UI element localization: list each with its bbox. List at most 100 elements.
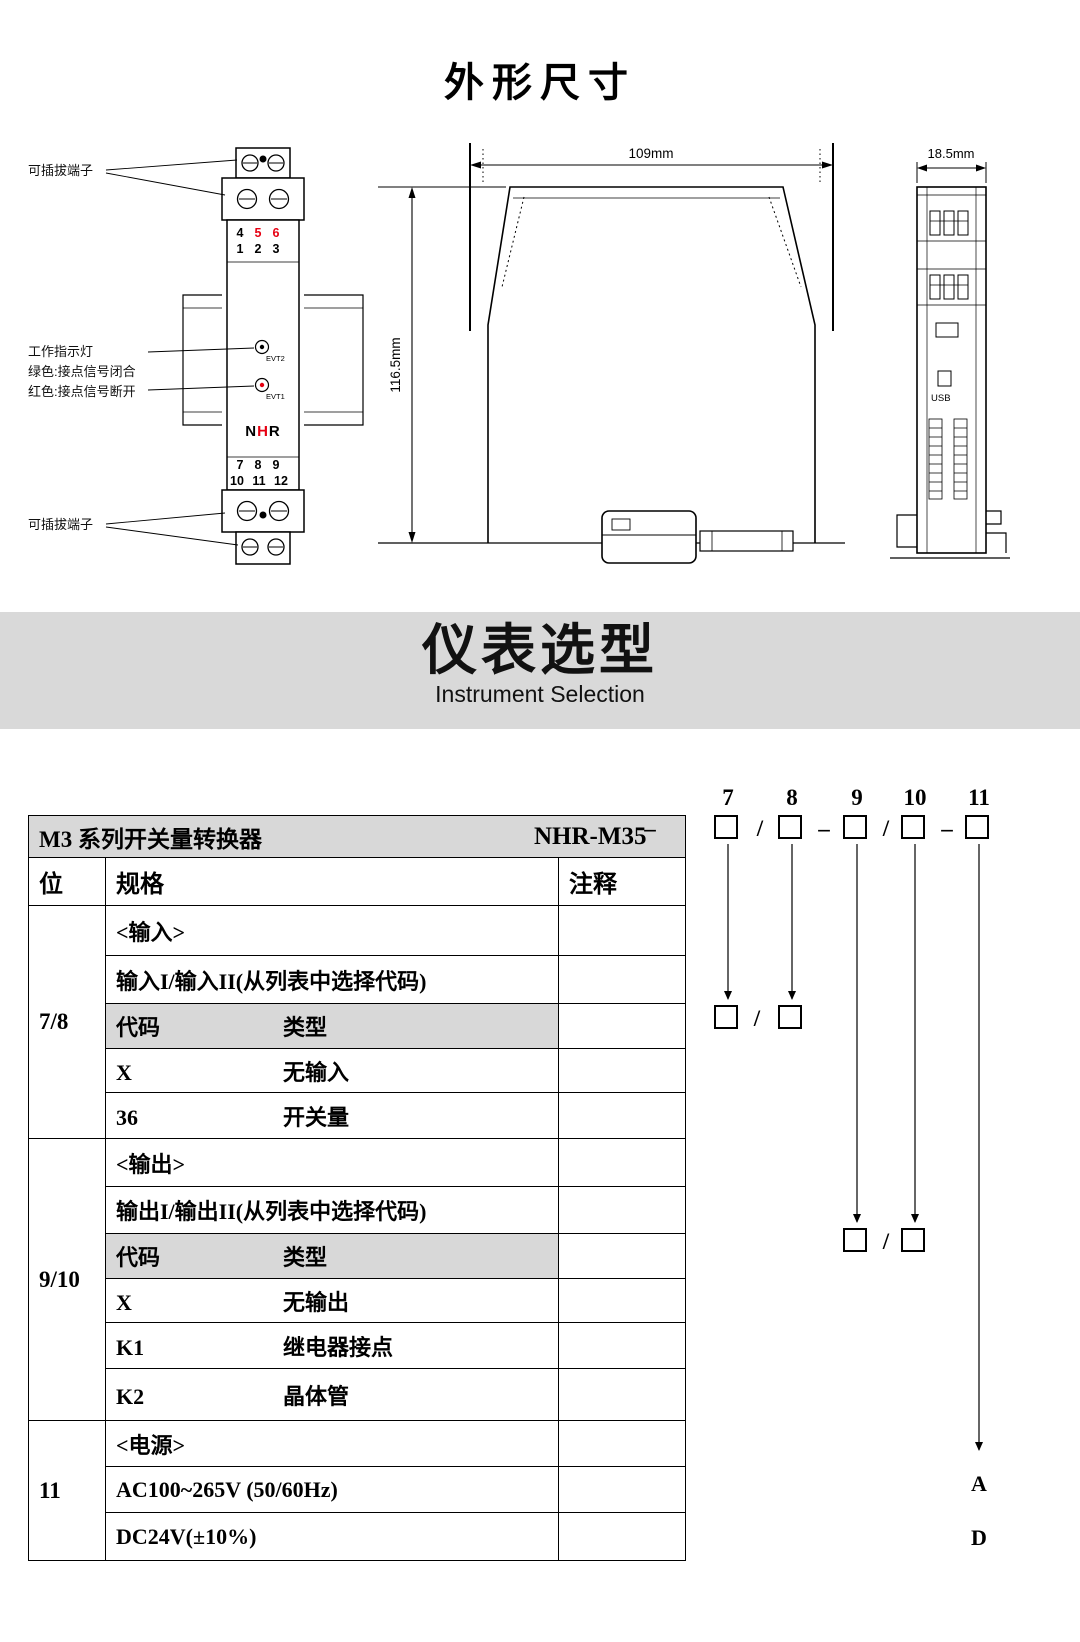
banner-title: 仪表选型	[421, 619, 658, 681]
note-cell	[557, 1420, 687, 1467]
group-subtitle-output: 输出I/输出II(从列表中选择代码)	[105, 1186, 559, 1234]
table-row: AC100~265V (50/60Hz)	[29, 1466, 687, 1513]
svg-text:4: 4	[237, 226, 244, 240]
end-view: 18.5mm USB	[890, 146, 1010, 559]
code-header-code: 代码	[116, 1015, 161, 1040]
note-cell	[557, 1512, 687, 1561]
code-header-code: 代码	[116, 1245, 161, 1270]
table-row: 9/10 <输出>	[28, 1138, 687, 1421]
svg-text:2: 2	[255, 242, 262, 256]
group-subtitle-input: 输入I/输入II(从列表中选择代码)	[105, 955, 559, 1004]
instrument-selection-section: M3 系列开关量转换器 NHR-M35 位 规格 注释 7/8 <输入> 输入I…	[0, 760, 1080, 1642]
callout-indicator-title: 工作指示灯	[28, 344, 93, 359]
svg-text:7: 7	[237, 458, 244, 472]
evt1-label: EVT1	[266, 392, 285, 401]
code-header-row-output: 代码 类型	[105, 1233, 559, 1279]
svg-text:3: 3	[273, 242, 280, 256]
note-cell	[557, 1003, 687, 1049]
code-header-type: 类型	[283, 1015, 328, 1040]
section-banner: 仪表选型 Instrument Selection	[0, 612, 1080, 729]
input-code-box-2	[778, 1005, 802, 1029]
table-row: 7/8 <输入>	[28, 905, 687, 1139]
code-value: K2	[116, 1383, 145, 1409]
separator-slash: /	[882, 1229, 890, 1254]
code-header-type: 类型	[283, 1245, 328, 1270]
svg-text:11: 11	[252, 474, 265, 488]
dim-height-label: 116.5mm	[388, 337, 403, 392]
rail-section	[890, 510, 1010, 559]
note-cell	[557, 1322, 687, 1369]
side-view: 109mm 116.5mm	[378, 143, 845, 564]
separator-slash: /	[756, 816, 764, 841]
table-row: 36 开关量	[29, 1092, 687, 1139]
code-value: X	[116, 1289, 132, 1315]
table-row: DC24V(±10%)	[29, 1512, 687, 1561]
order-box-11	[965, 815, 989, 839]
table-row: 代码 类型	[29, 1003, 687, 1049]
note-cell	[557, 1186, 687, 1234]
col-header-spec: 规格	[105, 857, 559, 906]
svg-text:5: 5	[255, 226, 262, 240]
callout-indicator-green: 绿色:接点信号闭合	[28, 364, 136, 379]
svg-text:10: 10	[230, 474, 244, 488]
output-code-box-2	[901, 1228, 925, 1252]
input-code-box-1	[714, 1005, 738, 1029]
table-row: 输出I/输出II(从列表中选择代码)	[29, 1186, 687, 1234]
table-row: 代码 类型	[29, 1233, 687, 1279]
model-code: NHR-M35	[534, 822, 647, 850]
dim-depth-label: 18.5mm	[928, 146, 975, 161]
note-cell	[557, 1466, 687, 1513]
outline-drawing: 4 5 6 1 2 3 7 8 9 10 11 12 EVT2 EVT1 NHR	[28, 143, 1010, 565]
code-type: 开关量	[283, 1104, 350, 1130]
order-box-10	[901, 815, 925, 839]
svg-text:9: 9	[273, 458, 280, 472]
code-row: X 无输入	[105, 1048, 559, 1093]
note-cell	[557, 955, 687, 1004]
dim-width-label: 109mm	[628, 146, 673, 161]
separator-dash: –	[644, 816, 656, 841]
banner-subtitle: Instrument Selection	[435, 680, 645, 707]
page-title: 外形尺寸	[444, 61, 636, 105]
callout-bottom-terminal: 可插拔端子	[28, 517, 93, 532]
position-cell-output: 9/10	[28, 1138, 106, 1421]
order-box-7	[714, 815, 738, 839]
table-row: M3 系列开关量转换器 NHR-M35	[27, 815, 687, 858]
svg-text:8: 8	[255, 458, 262, 472]
mount-dots	[259, 155, 267, 519]
order-box-8	[778, 815, 802, 839]
code-value: K1	[116, 1334, 145, 1360]
nhr-logo: NHR	[245, 423, 281, 440]
position-cell-power: 11	[28, 1420, 106, 1561]
code-type: 无输入	[283, 1059, 350, 1085]
code-value: X	[116, 1059, 132, 1085]
note-cell	[557, 905, 687, 956]
callout-top-terminal: 可插拔端子	[28, 163, 93, 178]
table-header-cell: M3 系列开关量转换器 NHR-M35	[27, 815, 687, 858]
usb-port	[937, 370, 952, 387]
usb-label: USB	[931, 393, 951, 404]
separator-slash: /	[882, 816, 890, 841]
din-rail	[182, 294, 364, 426]
terminal-numbers-top: 4 5 6 1 2 3	[237, 226, 280, 256]
note-cell	[557, 1138, 687, 1187]
note-cell	[557, 1278, 687, 1323]
power-option-ac: AC100~265V (50/60Hz)	[105, 1466, 559, 1513]
table-row: 输入I/输入II(从列表中选择代码)	[29, 955, 687, 1004]
power-option-dc: DC24V(±10%)	[105, 1512, 559, 1561]
selection-table: M3 系列开关量转换器 NHR-M35 位 规格 注释 7/8 <输入> 输入I…	[27, 815, 687, 1561]
pos-num-10: 10	[903, 785, 927, 810]
svg-text:6: 6	[273, 226, 280, 240]
evt2-label: EVT2	[266, 354, 285, 363]
pos-num-7: 7	[722, 785, 734, 810]
callout-indicator-red: 红色:接点信号断开	[28, 384, 136, 399]
note-cell	[557, 1368, 687, 1421]
note-cell	[557, 1233, 687, 1279]
code-value: 36	[116, 1104, 138, 1130]
pos-num-11: 11	[968, 785, 990, 810]
